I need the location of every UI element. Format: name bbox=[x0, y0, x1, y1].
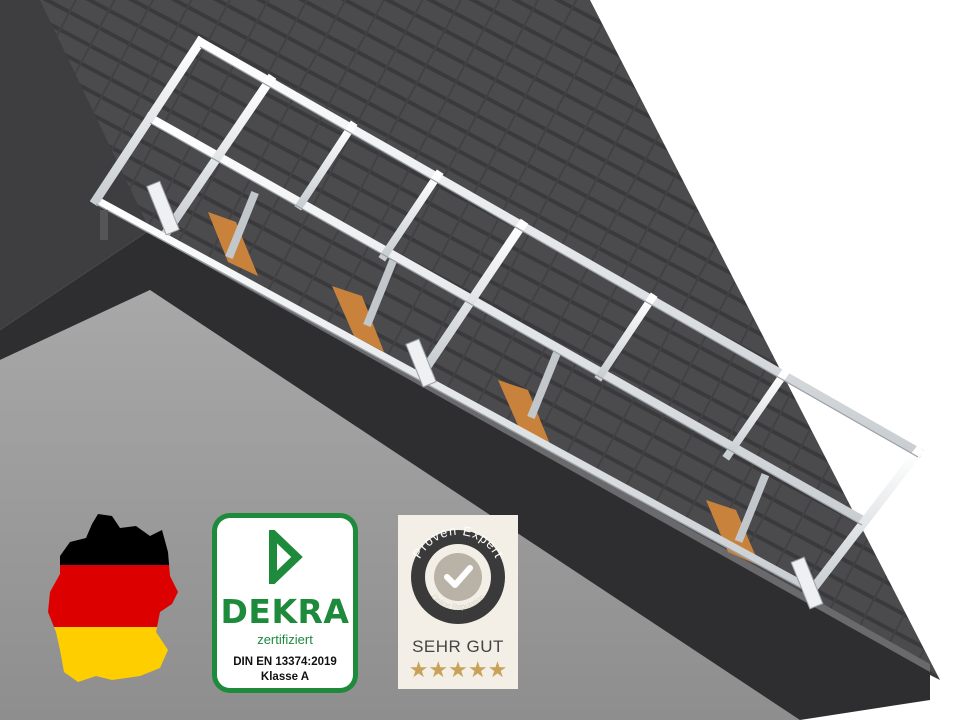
dekra-subtitle: zertifiziert bbox=[257, 632, 313, 647]
pe-star-rating-icon: ★★★★★ bbox=[408, 658, 508, 683]
dekra-logo-icon bbox=[269, 530, 303, 584]
guardrail-shadow bbox=[95, 46, 919, 595]
dekra-class: Klasse A bbox=[260, 671, 310, 683]
gable-wall bbox=[0, 290, 800, 720]
post-base bbox=[146, 180, 824, 610]
roof-hook bbox=[498, 351, 561, 444]
end-clamp bbox=[100, 210, 108, 240]
guardrail bbox=[89, 35, 925, 597]
roof-left-face bbox=[0, 0, 150, 330]
dekra-certification-badge: DEKRA zertifiziert DIN EN 13374:2019 Kla… bbox=[212, 513, 358, 693]
proven-expert-badge: Proven Expert Online Reputation SEHR GUT… bbox=[398, 515, 518, 689]
dekra-badge-inner: DEKRA zertifiziert DIN EN 13374:2019 Kla… bbox=[217, 518, 353, 688]
proven-expert-seal-icon: Proven Expert Online Reputation bbox=[409, 523, 506, 624]
dekra-brand: DEKRA bbox=[220, 592, 350, 631]
roof-hook bbox=[208, 191, 259, 276]
pe-rating-label: SEHR GUT bbox=[412, 637, 504, 656]
roof-hook bbox=[706, 473, 770, 566]
roof-hook bbox=[332, 259, 397, 352]
dekra-norm: DIN EN 13374:2019 bbox=[233, 656, 337, 668]
roof-fascia bbox=[0, 230, 930, 720]
